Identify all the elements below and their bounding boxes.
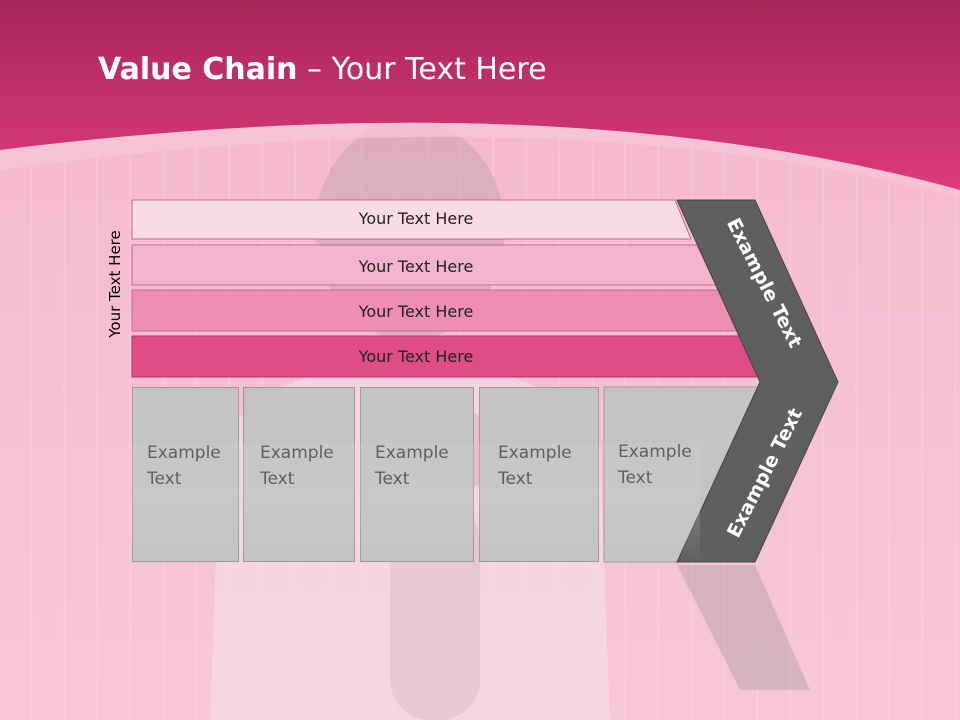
box-1-reflection	[132, 443, 239, 563]
box-1: Example Text	[132, 387, 239, 562]
title-bold: Value Chain	[98, 52, 298, 87]
box-4-label: Example Text	[498, 440, 572, 492]
box-2: Example Text	[243, 387, 355, 562]
box-5: Example Text	[604, 387, 714, 562]
box-2-label: Example Text	[260, 440, 334, 492]
bar-1	[131, 199, 692, 240]
slide-title: Value Chain – Your Text Here	[98, 52, 547, 87]
box-4-reflection	[479, 443, 599, 563]
box-5-label: Example Text	[618, 439, 692, 491]
box-1-label: Example Text	[147, 440, 221, 492]
bar-1-label: Your Text Here	[358, 209, 474, 228]
bar-3-label: Your Text Here	[358, 302, 474, 321]
box-3: Example Text	[360, 387, 474, 562]
box-2-reflection	[243, 443, 355, 563]
bar-4-label: Your Text Here	[358, 347, 474, 366]
header-band	[0, 0, 960, 198]
chevron-arrow	[676, 199, 839, 563]
box-4: Example Text	[479, 387, 599, 562]
bar-2-label: Your Text Here	[358, 257, 474, 276]
box-5-reflection	[604, 443, 700, 563]
box-3-label: Example Text	[375, 440, 449, 492]
title-rest: – Your Text Here	[297, 52, 547, 87]
box-3-reflection	[360, 443, 474, 563]
